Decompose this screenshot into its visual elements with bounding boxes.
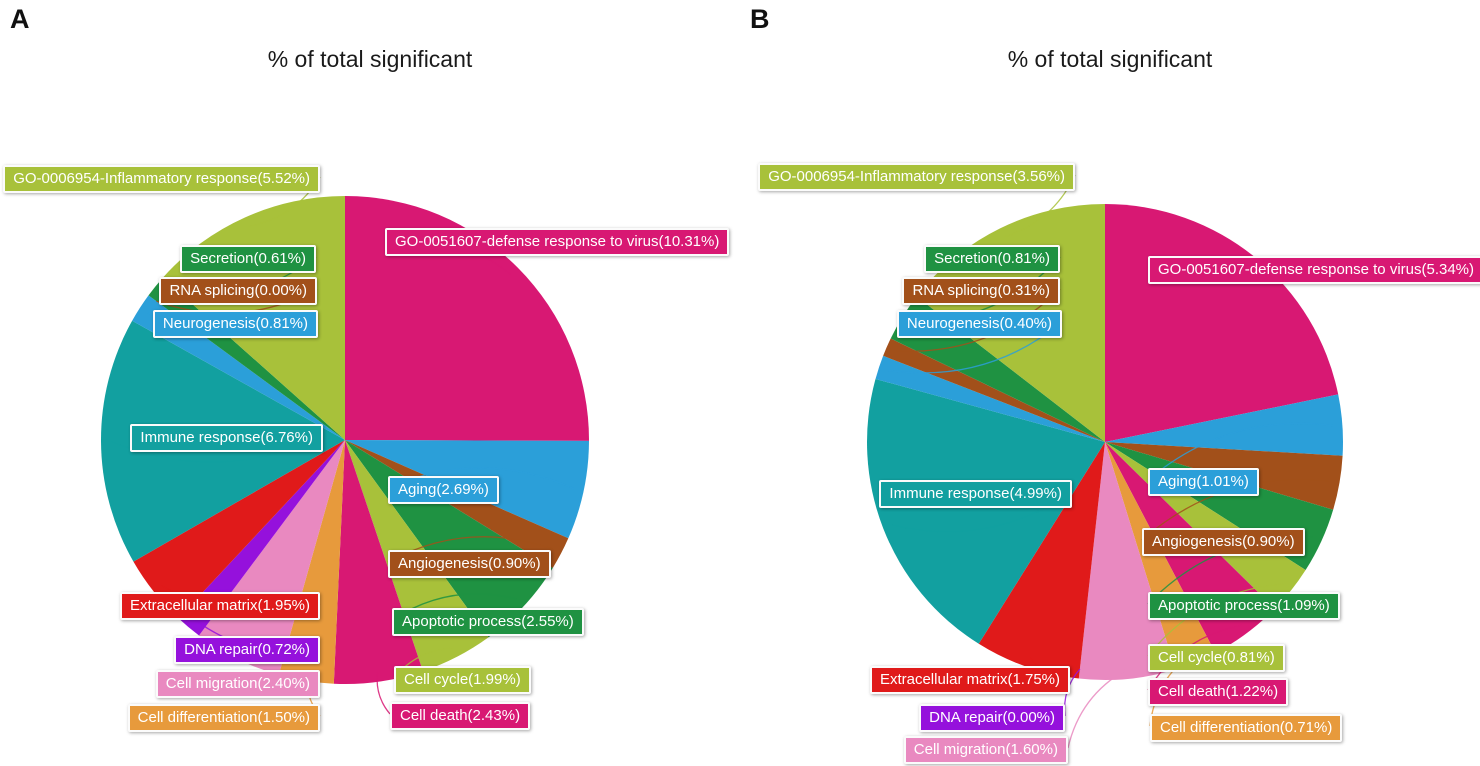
slice-label-cell-migration: Cell migration(1.60%) xyxy=(903,736,1068,764)
pie-slice-go-0051607-defense-response-to-virus xyxy=(345,196,590,441)
slice-label-extracellular-matrix: Extracellular matrix(1.75%) xyxy=(869,666,1070,694)
panel-letter-a: A xyxy=(10,4,30,34)
slice-label-cell-migration: Cell migration(2.40%) xyxy=(155,670,320,698)
slice-label-angiogenesis: Angiogenesis(0.90%) xyxy=(1142,528,1305,556)
pie-slice-dna-repair xyxy=(178,440,345,636)
panel-letter-b: B xyxy=(750,4,770,34)
slice-label-immune-response: Immune response(6.76%) xyxy=(130,424,323,452)
pie-slice-extracellular-matrix xyxy=(133,440,345,619)
chart-title-a: % of total significant xyxy=(267,46,473,72)
slice-label-cell-cycle: Cell cycle(1.99%) xyxy=(394,666,531,694)
pie-chart-b xyxy=(867,174,1343,749)
slice-label-immune-response: Immune response(4.99%) xyxy=(879,480,1072,508)
slice-label-aging: Aging(1.01%) xyxy=(1148,468,1259,496)
leader-line-cell-death xyxy=(376,671,391,715)
panel-b: B % of total significant GO-0051607-defe… xyxy=(740,0,1480,766)
pie-slice-immune-response xyxy=(867,378,1105,644)
slice-label-neurogenesis: Neurogenesis(0.81%) xyxy=(152,310,318,338)
slice-label-secretion: Secretion(0.81%) xyxy=(924,245,1060,273)
slice-label-apoptotic-process: Apoptotic process(1.09%) xyxy=(1148,592,1340,620)
slice-label-cell-differentiation: Cell differentiation(1.50%) xyxy=(127,704,320,732)
slice-label-dna-repair: DNA repair(0.00%) xyxy=(919,704,1065,732)
leader-line-cell-migration xyxy=(1067,668,1127,749)
pie-slice-cell-differentiation xyxy=(278,440,345,684)
slice-label-cell-death: Cell death(2.43%) xyxy=(390,702,531,730)
slice-label-cell-cycle: Cell cycle(0.81%) xyxy=(1148,644,1285,672)
pie-slice-aging xyxy=(1105,394,1343,456)
pie-slice-rna-splicing xyxy=(883,338,1105,442)
slice-label-go-0051607-defense-response-to-virus: GO-0051607-defense response to virus(10.… xyxy=(385,228,730,256)
slice-label-secretion: Secretion(0.61%) xyxy=(180,245,316,273)
slice-label-rna-splicing: RNA splicing(0.00%) xyxy=(159,277,317,305)
pie-slice-neurogenesis xyxy=(875,355,1105,442)
slice-label-rna-splicing: RNA splicing(0.31%) xyxy=(902,277,1060,305)
slice-label-apoptotic-process: Apoptotic process(2.55%) xyxy=(392,608,584,636)
leader-line-aging xyxy=(1147,422,1333,481)
slice-label-cell-death: Cell death(1.22%) xyxy=(1148,678,1289,706)
slice-label-extracellular-matrix: Extracellular matrix(1.95%) xyxy=(119,592,320,620)
panel-a: A % of total significant GO-0051607-defe… xyxy=(3,4,730,732)
slice-label-dna-repair: DNA repair(0.72%) xyxy=(174,636,320,664)
slice-label-neurogenesis: Neurogenesis(0.40%) xyxy=(896,310,1062,338)
slice-label-go-0006954-inflammatory-response: GO-0006954-Inflammatory response(5.52%) xyxy=(3,165,320,193)
slice-label-go-0051607-defense-response-to-virus: GO-0051607-defense response to virus(5.3… xyxy=(1148,256,1480,284)
chart-title-b: % of total significant xyxy=(1007,46,1213,72)
slice-label-angiogenesis: Angiogenesis(0.90%) xyxy=(388,550,551,578)
slice-label-cell-differentiation: Cell differentiation(0.71%) xyxy=(1150,714,1343,742)
pie-slice-extracellular-matrix xyxy=(978,442,1105,679)
pie-slice-cell-migration xyxy=(1078,442,1176,680)
pie-chart-a xyxy=(100,176,590,717)
slice-label-go-0006954-inflammatory-response: GO-0006954-Inflammatory response(3.56%) xyxy=(758,163,1075,191)
slice-label-aging: Aging(2.69%) xyxy=(388,476,499,504)
